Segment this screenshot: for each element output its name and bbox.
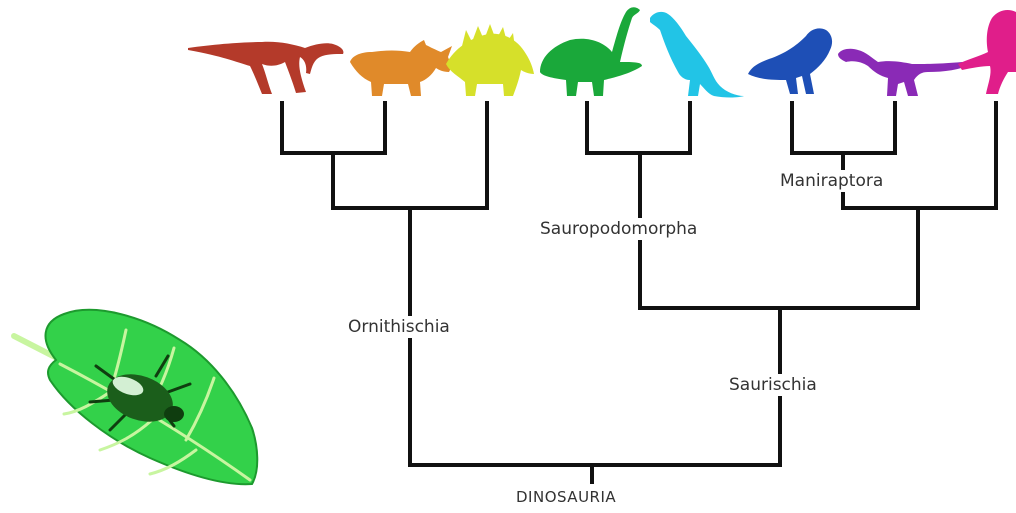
raptor-silhouette-icon: [838, 49, 972, 96]
prosauropod-silhouette-icon: [650, 12, 744, 98]
root-label-dinosauria: DINOSAURIA: [514, 486, 618, 508]
sauropod-silhouette-icon: [540, 7, 642, 96]
theropod-silhouette-icon: [958, 10, 1016, 94]
cladogram-branches: [282, 103, 996, 482]
hadrosaur-silhouette-icon: [188, 42, 343, 94]
bird-silhouette-icon: [748, 28, 832, 94]
clade-label-maniraptora: Maniraptora: [778, 170, 885, 192]
clade-label-sauropodomorpha: Sauropodomorpha: [538, 218, 699, 240]
clade-label-saurischia: Saurischia: [727, 374, 819, 396]
clade-label-ornithischia: Ornithischia: [346, 316, 452, 338]
ceratopsian-silhouette-icon: [350, 40, 452, 96]
stegosaur-silhouette-icon: [446, 24, 534, 96]
leaf-with-beetle: [14, 310, 257, 484]
